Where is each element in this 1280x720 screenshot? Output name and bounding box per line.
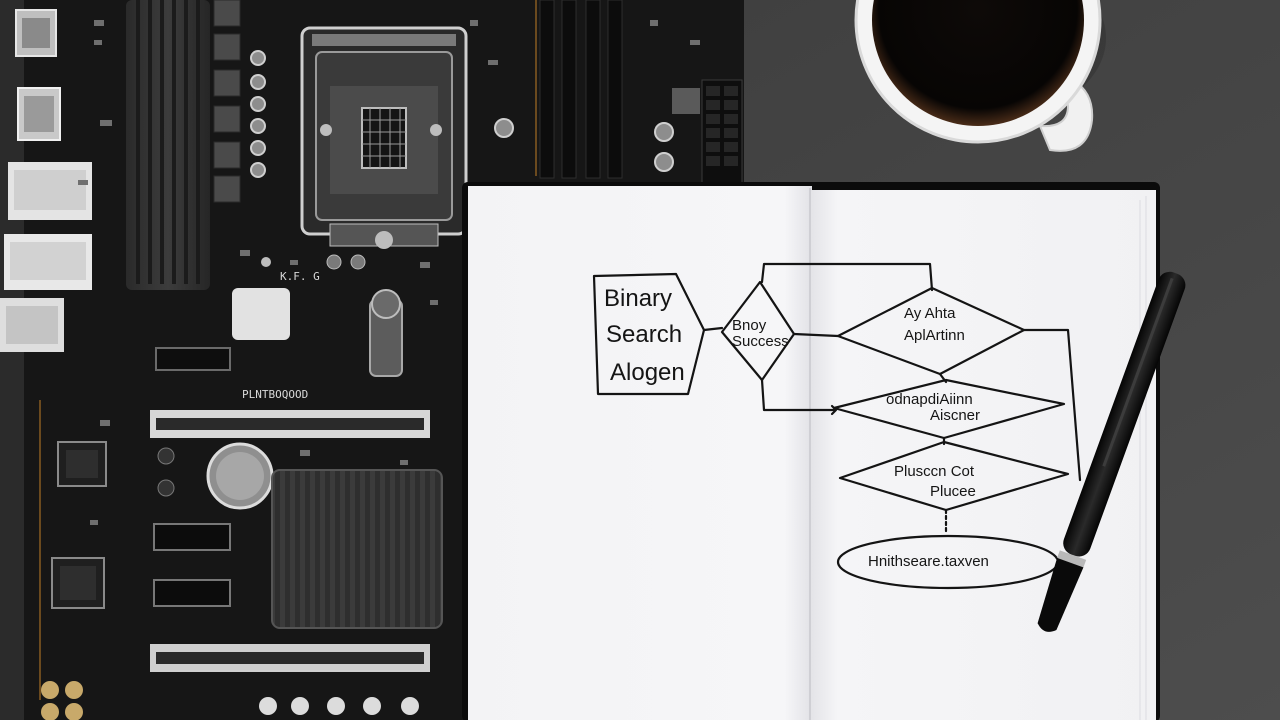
decision-3-label-line2: Aiscner bbox=[930, 407, 980, 424]
smd-components bbox=[78, 20, 700, 525]
screw-holes bbox=[259, 697, 419, 715]
coffee-mug bbox=[854, 0, 1106, 152]
start-box-label-line3: Alogen bbox=[610, 359, 685, 386]
atx-power-connector bbox=[672, 79, 743, 185]
cpu-socket bbox=[300, 26, 468, 249]
vrm-chokes bbox=[213, 0, 241, 203]
gold-contacts bbox=[41, 681, 83, 720]
pcie-slot bbox=[150, 644, 430, 672]
capacitors bbox=[250, 50, 674, 178]
cmos-battery bbox=[206, 442, 274, 510]
headers bbox=[153, 523, 231, 607]
flowchart-sketch bbox=[592, 262, 1082, 590]
flowchart-start-box bbox=[592, 272, 706, 396]
start-box-label-line2: Search bbox=[606, 321, 682, 348]
notebook-left-page bbox=[468, 186, 812, 720]
decision-2-label-line1: Ay Ahta bbox=[904, 305, 956, 322]
decision-3-label-line1: odnapdiAiinn bbox=[886, 391, 973, 408]
decision-4-label-line2: Plucee bbox=[930, 483, 976, 500]
white-chip bbox=[232, 288, 290, 340]
ram-slots bbox=[539, 0, 623, 179]
chipset-heatsink bbox=[271, 469, 443, 629]
decision-2-label-line2: AplArtinn bbox=[904, 327, 965, 344]
m2-slot bbox=[155, 347, 231, 371]
capacitor-tower bbox=[369, 289, 403, 377]
pen bbox=[1037, 271, 1186, 632]
ic-chips bbox=[51, 441, 107, 609]
io-ports bbox=[0, 9, 92, 352]
terminal-label: Hnithseare.taxven bbox=[868, 553, 989, 570]
silkscreen-label: K.F. G bbox=[280, 270, 320, 283]
start-box-label-line1: Binary bbox=[604, 285, 672, 312]
pcie-slot bbox=[150, 410, 430, 438]
decision-4-label-line1: Plusccn Cot bbox=[894, 463, 975, 480]
vrm-heatsink bbox=[126, 0, 210, 290]
silkscreen-label: PLNTBOQOOD bbox=[242, 388, 308, 401]
